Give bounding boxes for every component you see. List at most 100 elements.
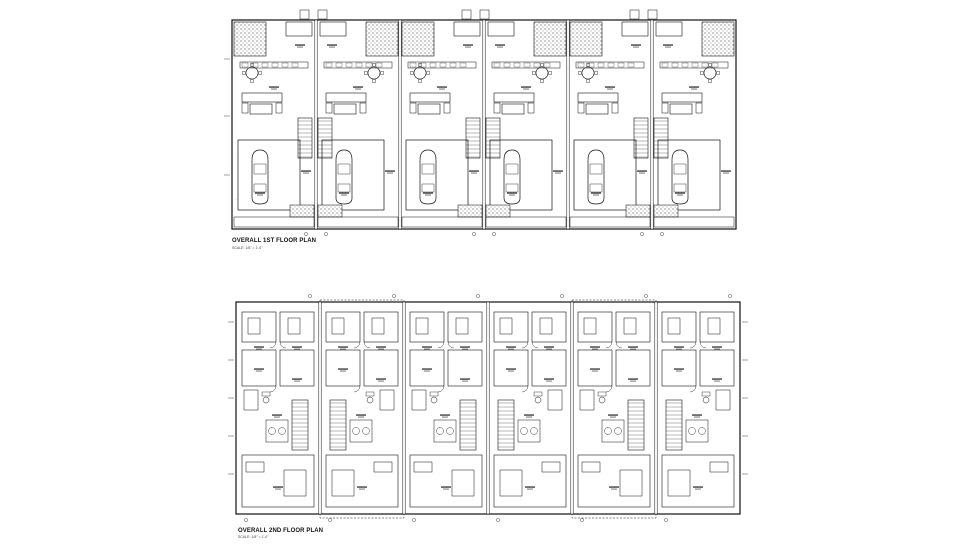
bedroom-area (630, 348, 636, 350)
note: · (236, 119, 237, 123)
door-swing (521, 385, 529, 393)
kitchen-area (665, 46, 671, 48)
living-room-area (439, 88, 445, 90)
entry-area (639, 172, 645, 174)
stair (653, 117, 669, 159)
cabinet (439, 62, 447, 68)
porch (317, 216, 399, 228)
kitchen-counter (239, 61, 309, 69)
bedroom (363, 311, 399, 343)
laundry-label (692, 414, 702, 416)
washer (436, 427, 444, 435)
master-bed (331, 469, 355, 497)
dining-chair (250, 63, 254, 67)
laundry (517, 419, 541, 443)
cabinet (375, 62, 383, 68)
car-rear-window (253, 183, 267, 193)
party-wall (482, 19, 486, 230)
dryer (530, 427, 538, 435)
sink (533, 391, 543, 397)
dresser (373, 461, 393, 473)
dining-chair (540, 79, 544, 83)
room (279, 349, 315, 387)
coffee-table (501, 103, 525, 115)
sofa (241, 92, 283, 103)
loft-label (712, 378, 722, 380)
party-wall (402, 301, 406, 515)
stair (465, 117, 481, 159)
sink (701, 391, 711, 397)
garage-label (423, 192, 433, 194)
dining-chair (258, 71, 262, 75)
garage-area (341, 194, 347, 196)
car-windshield (337, 163, 351, 175)
loft-label (628, 378, 638, 380)
master-bedroom-area (275, 488, 281, 490)
party-wall (486, 301, 490, 515)
garage-area (425, 194, 431, 196)
master-bed (619, 469, 643, 497)
party-wall (570, 301, 574, 515)
party-wall (654, 301, 658, 515)
door-swing (353, 385, 361, 393)
laundry-label (524, 414, 534, 416)
dining-chair (418, 63, 422, 67)
laundry-area (274, 416, 280, 418)
bath-label (254, 368, 264, 370)
dryer (278, 427, 286, 435)
cabinet (577, 62, 585, 68)
bath-area (340, 370, 346, 372)
door-swing (689, 385, 697, 393)
room (577, 349, 613, 387)
living-room-label (605, 86, 615, 88)
bed (287, 317, 301, 335)
door-swing (521, 341, 529, 349)
loft-area (630, 380, 636, 382)
armchair (527, 102, 535, 114)
cabinet (419, 62, 427, 68)
door-swing (689, 341, 697, 349)
kitchen-area (465, 46, 471, 48)
door-swing (269, 341, 277, 349)
kitchen-label (295, 44, 305, 46)
room (615, 349, 651, 387)
car-windshield (505, 163, 519, 175)
kitchen-counter (407, 61, 477, 69)
cabinet (261, 62, 269, 68)
kitchen-counter (491, 61, 561, 69)
bath-label (506, 368, 516, 370)
stair (297, 117, 313, 159)
roof-vent (461, 9, 472, 20)
sofa (325, 92, 367, 103)
bedroom-label (292, 346, 302, 348)
first-floor-plan-title: OVERALL 1ST FLOOR PLAN (232, 238, 317, 244)
cabinet (597, 62, 605, 68)
bath-area (508, 370, 514, 372)
cabinet (241, 62, 249, 68)
sofa (493, 92, 535, 103)
bedroom-label (460, 346, 470, 348)
cabinet (429, 62, 437, 68)
toilet (366, 396, 374, 404)
master-bedroom-label (525, 486, 535, 488)
bedroom (531, 311, 567, 343)
laundry-label (272, 414, 282, 416)
dining-chair (578, 71, 582, 75)
kitchen-area (633, 46, 639, 48)
sofa (577, 92, 619, 103)
door-swing (531, 341, 539, 349)
cabinet (459, 62, 467, 68)
top-closet (285, 21, 313, 37)
bath-area (424, 370, 430, 372)
living-room-area (271, 88, 277, 90)
bedroom-area (462, 348, 468, 350)
dining-table (703, 66, 717, 80)
bath-area (256, 370, 262, 372)
second-floor-plan (228, 294, 748, 522)
loft-area (714, 380, 720, 382)
car-windshield (673, 163, 687, 175)
laundry (601, 419, 625, 443)
washer (520, 427, 528, 435)
entry-hatch (457, 204, 483, 218)
